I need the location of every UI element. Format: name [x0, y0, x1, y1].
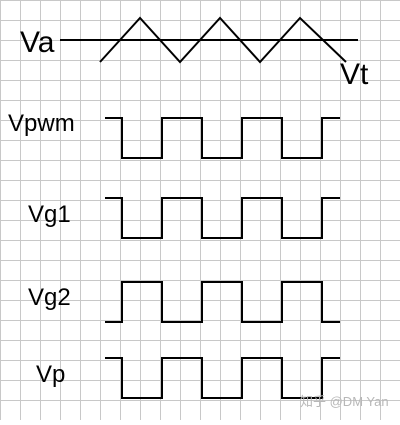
vpwm-label: Vpwm	[8, 110, 75, 137]
vg1-waveform	[105, 197, 340, 239]
vpwm-waveform	[105, 117, 340, 159]
watermark: 知乎 @DM Yan	[300, 394, 389, 409]
vt-triangle-wave	[99, 16, 347, 64]
va-label: Va	[20, 26, 55, 59]
vp-label: Vp	[36, 361, 65, 388]
vt-label: Vt	[340, 58, 369, 91]
vp-waveform	[105, 357, 340, 399]
vg2-label: Vg2	[28, 284, 71, 311]
vg1-label: Vg1	[28, 201, 71, 228]
vg2-waveform	[105, 281, 340, 323]
